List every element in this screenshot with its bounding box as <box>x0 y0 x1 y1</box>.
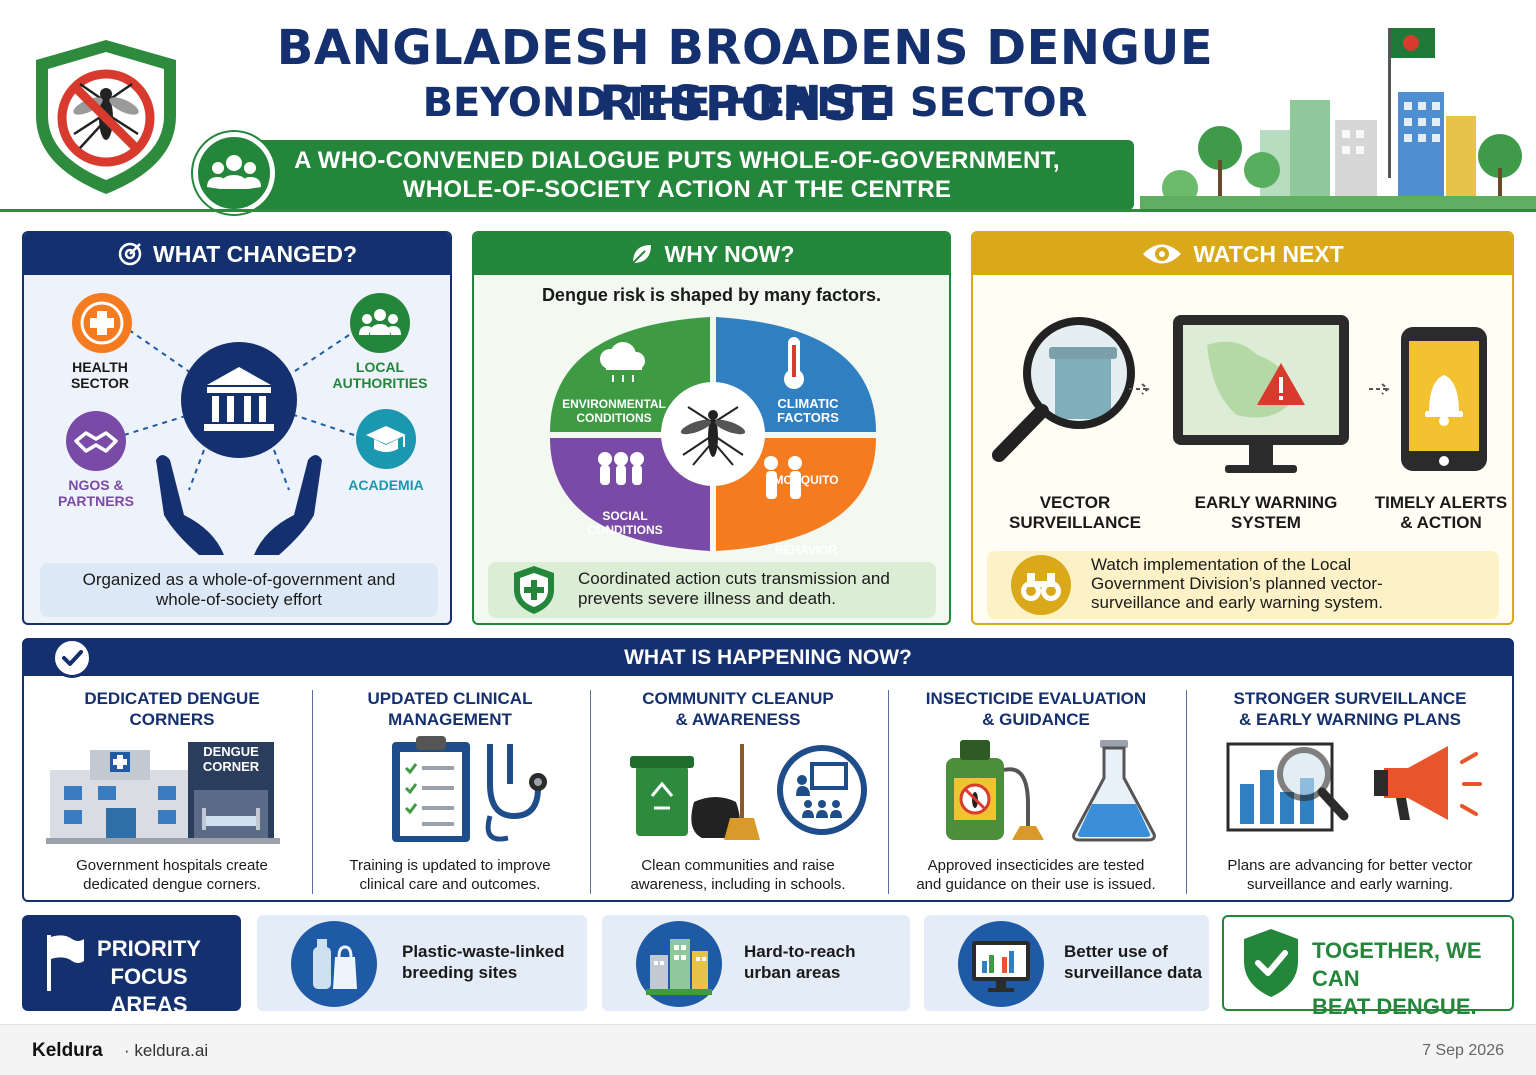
subtitle-line-2: WHOLE-OF-SOCIETY ACTION AT THE CENTRE <box>402 176 952 203</box>
watch-next-summary-text: Watch implementation of the Local Govern… <box>1091 555 1383 612</box>
node-academia: ACADEMIA <box>348 477 424 493</box>
dengue-corner-sign: DENGUE CORNER <box>202 744 260 774</box>
focus-plastic-waste: Plastic-waste-linked breeding sites <box>257 915 587 1011</box>
why-now-summary-text: Coordinated action cuts transmission and… <box>578 569 890 608</box>
focus-hard-to-reach: Hard-to-reach urban areas <box>602 915 910 1011</box>
what-changed-header: WHAT CHANGED? <box>24 233 450 275</box>
risk-factors-diagram <box>550 317 876 551</box>
factor-environmental: ENVIRONMENTAL CONDITIONS <box>562 397 666 425</box>
watch-next-title: WATCH NEXT <box>1193 240 1344 267</box>
factor-climatic: CLIMATIC FACTORS <box>777 396 839 425</box>
handshake-icon <box>66 411 126 471</box>
focus-label: Hard-to-reach urban areas <box>744 942 856 982</box>
people-icon <box>193 132 275 214</box>
shield-check-icon <box>1244 929 1298 997</box>
column-divider <box>888 690 889 894</box>
watch-next-header: WATCH NEXT <box>973 233 1512 275</box>
column-description: Government hospitals create dedicated de… <box>76 857 268 893</box>
together-banner: TOGETHER, WE CAN BEAT DENGUE. <box>1222 915 1514 1019</box>
stakeholder-diagram <box>123 329 355 555</box>
no-mosquito-shield-icon <box>36 40 176 194</box>
column-community-cleanup: COMMUNITY CLEANUP & AWARENESS Clean comm… <box>590 688 886 898</box>
what-changed-panel: WHAT CHANGED? HEALTH SECTOR <box>22 231 452 625</box>
factor-social: SOCIAL CONDITIONS <box>587 509 663 537</box>
header-divider <box>0 209 1536 212</box>
priority-focus-badge: PRIORITY FOCUS AREAS <box>22 915 241 1017</box>
eye-icon <box>1143 244 1182 264</box>
column-title: DEDICATED DENGUE CORNERS <box>84 689 260 729</box>
happening-now-header: WHAT IS HAPPENING NOW? <box>24 640 1512 676</box>
column-surveillance-plans: STRONGER SURVEILLANCE & EARLY WARNING PL… <box>1186 688 1514 898</box>
leaf-icon <box>631 245 651 264</box>
what-changed-summary: Organized as a whole-of-government and w… <box>40 563 438 617</box>
footer-date: 7 Sep 2026 <box>1422 1042 1504 1059</box>
column-title: STRONGER SURVEILLANCE & EARLY WARNING PL… <box>1233 689 1467 729</box>
health-cross-icon <box>72 293 132 353</box>
why-now-summary: Coordinated action cuts transmission and… <box>488 562 936 618</box>
page-title: BANGLADESH BROADENS DENGUE RESPONSE <box>276 20 1214 132</box>
community-icon <box>350 293 410 353</box>
node-ngos-partners: NGOS & PARTNERS <box>58 477 134 509</box>
column-title: INSECTICIDE EVALUATION & GUIDANCE <box>925 689 1147 729</box>
column-divider <box>1186 690 1187 894</box>
bottle-bag-icon <box>291 921 377 1007</box>
node-health-sector: HEALTH SECTOR <box>70 359 130 391</box>
step-timely-alerts: TIMELY ALERTS & ACTION <box>1374 493 1508 532</box>
step-vector-surveillance: VECTOR SURVEILLANCE <box>1009 493 1141 532</box>
what-changed-title: WHAT CHANGED? <box>153 240 357 267</box>
column-divider <box>312 690 313 894</box>
city-skyline-illustration <box>1140 28 1536 210</box>
hospital-icon <box>46 742 280 844</box>
footer-brand: Keldura <box>32 1040 103 1061</box>
header: BANGLADESH BROADENS DENGUE RESPONSE BEYO… <box>0 0 1536 214</box>
monitor-data-icon <box>958 921 1044 1007</box>
factor-mosquito-behavior: MOSQUITO BEHAVIOR <box>773 473 839 557</box>
recycling-bin-classroom-icon <box>630 744 867 840</box>
subtitle-line-1: A WHO-CONVENED DIALOGUE PUTS WHOLE-OF-GO… <box>294 147 1060 174</box>
flag-icon <box>47 935 84 991</box>
column-title: COMMUNITY CLEANUP & AWARENESS <box>642 689 834 729</box>
why-now-header: WHY NOW? <box>474 233 949 275</box>
graduation-cap-icon <box>356 409 416 469</box>
watch-next-summary: Watch implementation of the Local Govern… <box>987 551 1499 619</box>
buildings-icon <box>636 921 722 1007</box>
column-clinical-management: UPDATED CLINICAL MANAGEMENT Training is … <box>302 688 598 898</box>
chart-megaphone-icon <box>1226 742 1482 832</box>
binoculars-icon <box>1011 555 1071 615</box>
checkmark-icon <box>52 638 92 678</box>
why-now-intro: Dengue risk is shaped by many factors. <box>541 285 882 305</box>
shield-plus-icon <box>514 566 554 614</box>
node-local-authorities: LOCAL AUTHORITIES <box>332 359 428 391</box>
column-dengue-corners: DEDICATED DENGUE CORNERS DENGUE CORNER G… <box>24 688 320 898</box>
column-insecticide-evaluation: INSECTICIDE EVALUATION & GUIDANCE Approv… <box>888 688 1184 898</box>
priority-focus-label: PRIORITY FOCUS AREAS <box>97 936 201 1017</box>
subtitle: A WHO-CONVENED DIALOGUE PUTS WHOLE-OF-GO… <box>282 146 1072 204</box>
watch-next-panel: WATCH NEXT VECTOR SURVEILLANCE EARLY WAR… <box>971 231 1514 625</box>
footer-site-link[interactable]: · keldura.ai <box>124 1041 209 1060</box>
focus-label: Better use of surveillance data <box>1064 942 1202 982</box>
subtitle-band <box>230 140 1134 210</box>
clipboard-stethoscope-icon <box>392 736 547 842</box>
column-divider <box>590 690 591 894</box>
focus-surveillance-data: Better use of surveillance data <box>924 915 1209 1011</box>
column-title: UPDATED CLINICAL MANAGEMENT <box>367 689 533 729</box>
surveillance-flow-diagram <box>992 315 1487 473</box>
step-early-warning: EARLY WARNING SYSTEM <box>1194 493 1338 532</box>
footer: Keldura · keldura.ai 7 Sep 2026 <box>0 1024 1536 1075</box>
column-description: Clean communities and raise awareness, i… <box>630 857 846 893</box>
why-now-panel: WHY NOW? Dengue risk is shaped by many f… <box>472 231 951 625</box>
column-description: Training is updated to improve clinical … <box>349 857 551 893</box>
column-description: Approved insecticides are tested and gui… <box>916 857 1156 893</box>
page-title-line-2: BEYOND THE HEALTH SECTOR <box>422 80 1088 126</box>
why-now-title: WHY NOW? <box>664 240 795 267</box>
column-description: Plans are advancing for better vector su… <box>1227 857 1473 893</box>
happening-now-section: WHAT IS HAPPENING NOW? DEDICATED DENGUE … <box>22 638 1514 902</box>
what-changed-summary-text: Organized as a whole-of-government and w… <box>82 570 396 609</box>
insecticide-flask-icon <box>946 740 1156 842</box>
closing-slogan: TOGETHER, WE CAN BEAT DENGUE. <box>1312 938 1482 1019</box>
target-icon <box>118 242 142 266</box>
focus-label: Plastic-waste-linked breeding sites <box>402 942 565 982</box>
